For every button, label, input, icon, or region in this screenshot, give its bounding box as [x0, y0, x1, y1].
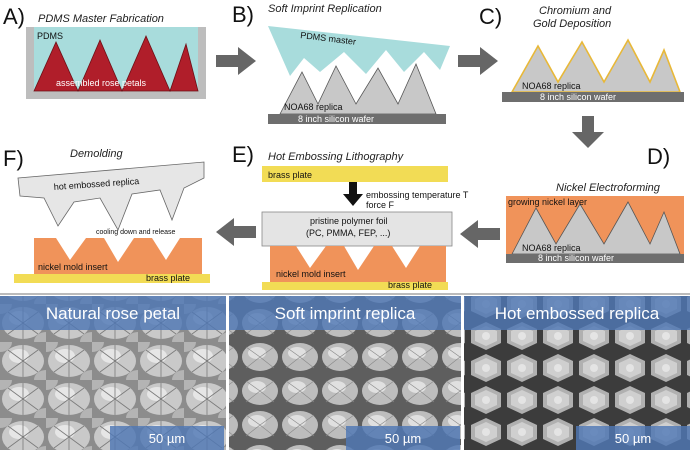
pdms-master: [268, 26, 450, 76]
press-arrow: [343, 182, 363, 206]
silicon-wafer-d: [506, 254, 684, 263]
arrow-e-f: [216, 218, 256, 246]
micrograph-hot: Hot embossed replica 50 µm: [464, 296, 690, 450]
panel-f-letter: F): [3, 146, 24, 171]
silicon-wafer-c: [502, 92, 684, 102]
micrograph-banner-3: [464, 296, 690, 330]
panel-c-letter: C): [479, 4, 502, 29]
micrograph-natural: Natural rose petal 50 µm: [0, 296, 226, 450]
panel-e-title: Hot Embossing Lithography: [268, 151, 405, 163]
noa68-replica-b: [279, 62, 437, 115]
arrow-c-d: [572, 116, 604, 148]
nickel-mold-insert-e: [270, 246, 446, 282]
panel-f-title: Demolding: [70, 148, 123, 160]
panel-e: E) Hot Embossing Lithography brass plate…: [232, 142, 469, 290]
panel-d: D) Nickel Electroforming growing nickel …: [506, 144, 684, 263]
polymer-foil: [261, 211, 453, 247]
plate-label-f: brass plate: [146, 273, 190, 283]
micrograph-title-1: Natural rose petal: [46, 304, 180, 323]
scalebar-box-2: [346, 426, 460, 450]
panel-c-title-1: Chromium and: [539, 5, 612, 17]
wafer-label-b: 8 inch silicon wafer: [298, 114, 374, 124]
replica-label-b: NOA68 replica: [284, 102, 343, 112]
scalebar-box-3: [576, 426, 690, 450]
replica-label-d: NOA68 replica: [522, 243, 581, 253]
brass-plate-bottom: [262, 282, 448, 290]
hot-embossed-replica: [17, 161, 205, 231]
nickel-mold-insert-f: [34, 238, 202, 274]
brass-plate-top-label: brass plate: [268, 170, 312, 180]
noa68-replica-d: [511, 201, 681, 255]
scalebar-label-2: 50 µm: [385, 431, 421, 446]
wafer-label-d: 8 inch silicon wafer: [538, 253, 614, 263]
wafer-label-c: 8 inch silicon wafer: [540, 92, 616, 102]
gold-coated-replica: [510, 38, 682, 93]
foil-label-1: pristine polymer foil: [310, 216, 388, 226]
silicon-wafer-b: [268, 114, 446, 124]
arrow-a-b: [216, 47, 256, 75]
arrow-b-c: [458, 47, 498, 75]
panel-f: F) Demolding hot embossed replica coolin…: [3, 146, 210, 283]
brass-plate-f: [14, 274, 210, 283]
micrograph-banner-2: [229, 296, 461, 330]
panel-d-letter: D): [647, 144, 670, 169]
cooling-label: cooling down and release: [96, 229, 175, 236]
insert-label-f: nickel mold insert: [38, 262, 108, 272]
rose-petals: [33, 34, 199, 93]
panel-e-letter: E): [232, 142, 254, 167]
replica-label-c: NOA68 replica: [522, 81, 581, 91]
scalebar-box-1: [110, 426, 224, 450]
panel-d-title: Nickel Electroforming: [556, 182, 661, 194]
insert-label-e: nickel mold insert: [276, 269, 346, 279]
brass-plate-bottom-label: brass plate: [388, 280, 432, 290]
panel-c: C) Chromium and Gold Deposition NOA68 re…: [479, 4, 684, 102]
micrograph-banner-1: [0, 296, 226, 330]
scalebar-label-3: 50 µm: [615, 431, 651, 446]
panel-b-letter: B): [232, 2, 254, 27]
force-label: force F: [366, 200, 395, 210]
petals-label: assembled rose petals: [56, 78, 147, 88]
brass-plate-top: [262, 166, 448, 182]
panel-a: A) PDMS Master Fabrication PDMS assemble…: [3, 4, 206, 99]
micrograph-title-3: Hot embossed replica: [495, 304, 660, 323]
panel-b: B) Soft Imprint Replication PDMS master …: [232, 2, 450, 124]
nickel-layer-label: growing nickel layer: [508, 197, 587, 207]
micrograph-soft: Soft imprint replica 50 µm: [229, 296, 461, 450]
panel-b-title: Soft Imprint Replication: [268, 3, 382, 15]
panel-c-title-2: Gold Deposition: [533, 18, 611, 30]
panel-a-title: PDMS Master Fabrication: [38, 13, 164, 25]
temperature-label: embossing temperature T: [366, 190, 469, 200]
pdms-label: PDMS: [37, 31, 63, 41]
micrograph-title-2: Soft imprint replica: [275, 304, 416, 323]
scalebar-label-1: 50 µm: [149, 431, 185, 446]
panel-a-letter: A): [3, 4, 25, 29]
foil-label-2: (PC, PMMA, FEP, ...): [306, 228, 390, 238]
arrow-d-e: [460, 220, 500, 248]
